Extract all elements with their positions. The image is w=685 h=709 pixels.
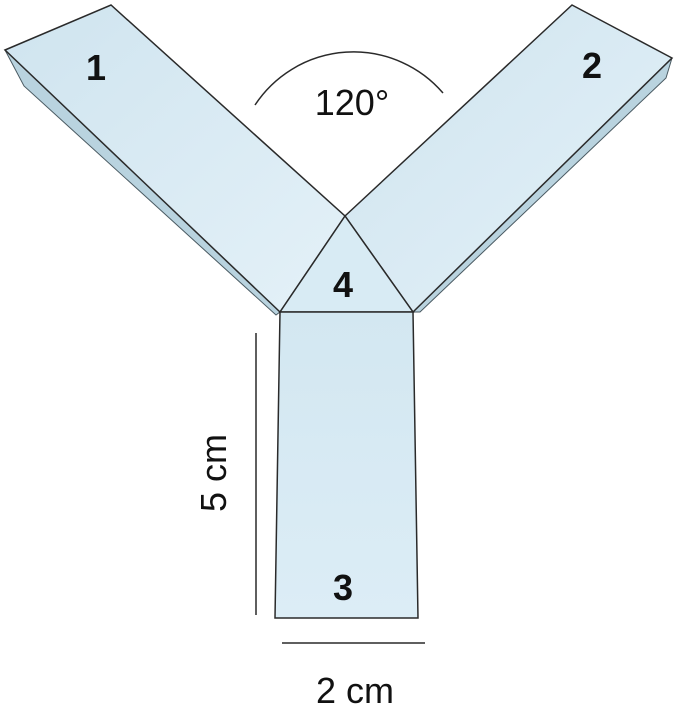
height-label: 5 cm [193, 434, 234, 512]
arm-2 [344, 4, 674, 314]
arm-1-top-face [3, 4, 346, 314]
angle-arc [254, 51, 444, 106]
label-region-1: 1 [86, 47, 106, 88]
arm-2-top-face [344, 4, 674, 314]
label-region-2: 2 [582, 45, 602, 86]
stem-3 [274, 311, 419, 619]
angle-label: 120° [315, 82, 389, 123]
label-region-3: 3 [333, 567, 353, 608]
arm-1 [3, 4, 346, 316]
width-label: 2 cm [316, 670, 394, 709]
label-region-4: 4 [333, 264, 353, 305]
